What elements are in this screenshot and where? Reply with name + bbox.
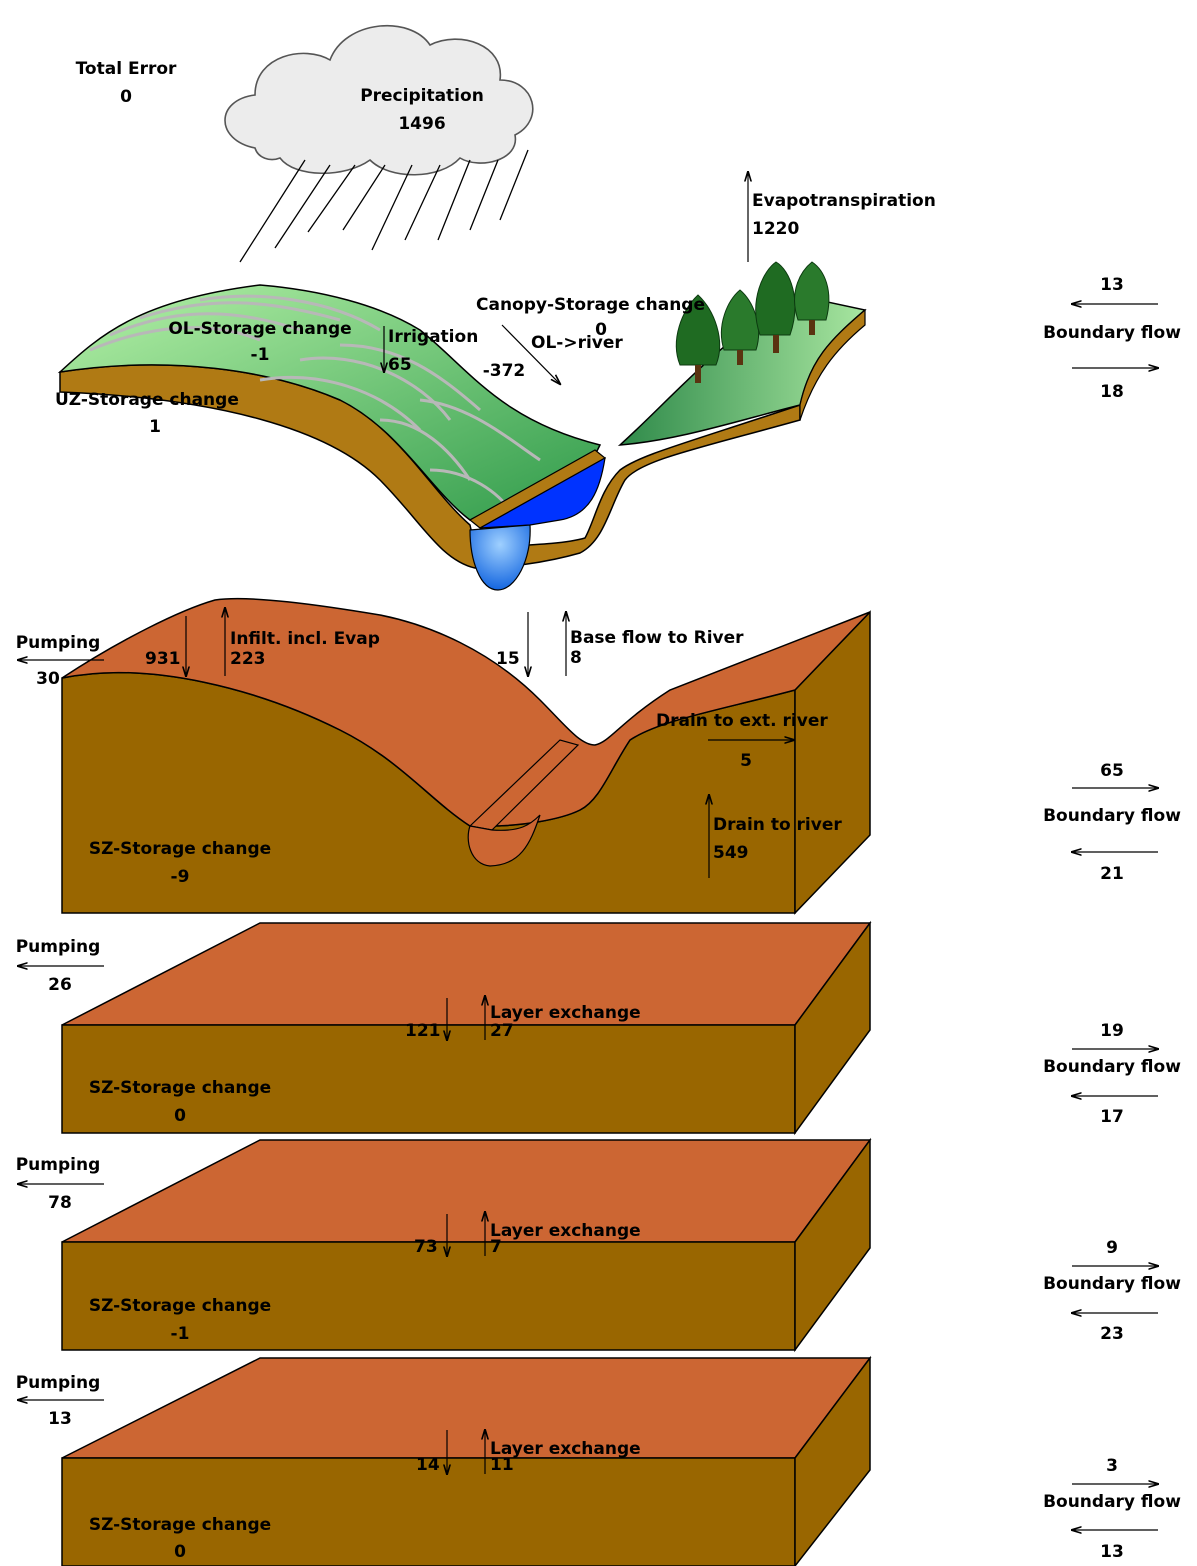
surface-boundary-label: Boundary flow	[1043, 323, 1181, 343]
layer3-down-value: 14	[416, 1455, 440, 1475]
layer3-boundary-top-value: 3	[1106, 1456, 1118, 1476]
layer3-up-value: 11	[490, 1455, 514, 1475]
layer3-boundary-label: Boundary flow	[1043, 1492, 1181, 1512]
ol-storage-label: OL-Storage change	[168, 319, 351, 339]
layer1-storage-label: SZ-Storage change	[89, 1078, 271, 1098]
total-error-label: Total Error	[76, 59, 177, 79]
pumping-value-1: 26	[48, 975, 72, 995]
infiltration-up-value: 223	[230, 649, 266, 669]
base-flow-label: Base flow to River	[570, 628, 744, 648]
pumping-label-2: Pumping	[16, 1155, 101, 1175]
drain-river-value: 549	[713, 843, 749, 863]
layer-block-2	[62, 1140, 870, 1350]
evapotranspiration-label: Evapotranspiration	[752, 191, 936, 211]
layer2-down-value: 73	[414, 1237, 438, 1257]
layer2-boundary-label: Boundary flow	[1043, 1274, 1181, 1294]
evapotranspiration-value: 1220	[752, 219, 799, 239]
sz-top-storage-label: SZ-Storage change	[89, 839, 271, 859]
layer2-up-value: 7	[490, 1237, 502, 1257]
surface-boundary-in-value: 13	[1100, 275, 1124, 295]
precipitation-value: 1496	[398, 114, 445, 134]
ol-river-label: OL->river	[531, 333, 623, 353]
infiltration-label: Infilt. incl. Evap	[230, 629, 380, 649]
pumping-value-3: 13	[48, 1409, 72, 1429]
irrigation-value: 65	[388, 355, 412, 375]
layer2-exchange-label: Layer exchange	[490, 1221, 641, 1241]
layer1-down-value: 121	[405, 1021, 441, 1041]
total-error-value: 0	[120, 87, 132, 107]
layer2-boundary-bottom-value: 23	[1100, 1324, 1124, 1344]
pumping-label-1: Pumping	[16, 937, 101, 957]
rain-icon	[240, 150, 528, 262]
sz-top-boundary-label: Boundary flow	[1043, 806, 1181, 826]
layer3-storage-label: SZ-Storage change	[89, 1515, 271, 1535]
layer2-storage-label: SZ-Storage change	[89, 1296, 271, 1316]
base-flow-up-value: 8	[570, 648, 582, 668]
sz-top-storage-value: -9	[171, 867, 190, 887]
irrigation-label: Irrigation	[388, 327, 478, 347]
ol-storage-value: -1	[251, 345, 270, 365]
drain-ext-label: Drain to ext. river	[656, 711, 828, 731]
sz-top-boundary-top-value: 65	[1100, 761, 1124, 781]
pumping-label-top: Pumping	[16, 633, 101, 653]
uz-storage-value: 1	[149, 417, 161, 437]
drain-ext-value: 5	[740, 751, 752, 771]
pumping-label-3: Pumping	[16, 1373, 101, 1393]
base-flow-down-value: 15	[496, 649, 520, 669]
layer1-up-value: 27	[490, 1021, 514, 1041]
infiltration-down-value: 931	[145, 649, 181, 669]
layer3-boundary-bottom-value: 13	[1100, 1542, 1124, 1562]
layer1-storage-value: 0	[174, 1106, 186, 1126]
layer2-storage-value: -1	[171, 1324, 190, 1344]
pumping-value-top: 30	[36, 669, 60, 689]
precipitation-label: Precipitation	[360, 86, 484, 106]
layer1-boundary-label: Boundary flow	[1043, 1057, 1181, 1077]
sz-top-boundary-bottom-value: 21	[1100, 864, 1124, 884]
layer2-boundary-top-value: 9	[1106, 1238, 1118, 1258]
drain-river-label: Drain to river	[713, 815, 842, 835]
layer3-storage-value: 0	[174, 1542, 186, 1562]
river-icon	[470, 525, 530, 590]
surface-boundary-out-value: 18	[1100, 382, 1124, 402]
uz-storage-label: UZ-Storage change	[55, 390, 239, 410]
layer-block-1	[62, 923, 870, 1133]
layer1-exchange-label: Layer exchange	[490, 1003, 641, 1023]
layer1-boundary-bottom-value: 17	[1100, 1107, 1124, 1127]
layer1-boundary-top-value: 19	[1100, 1021, 1124, 1041]
ol-river-value: -372	[483, 361, 526, 381]
pumping-value-2: 78	[48, 1193, 72, 1213]
canopy-storage-label: Canopy-Storage change	[476, 295, 705, 315]
